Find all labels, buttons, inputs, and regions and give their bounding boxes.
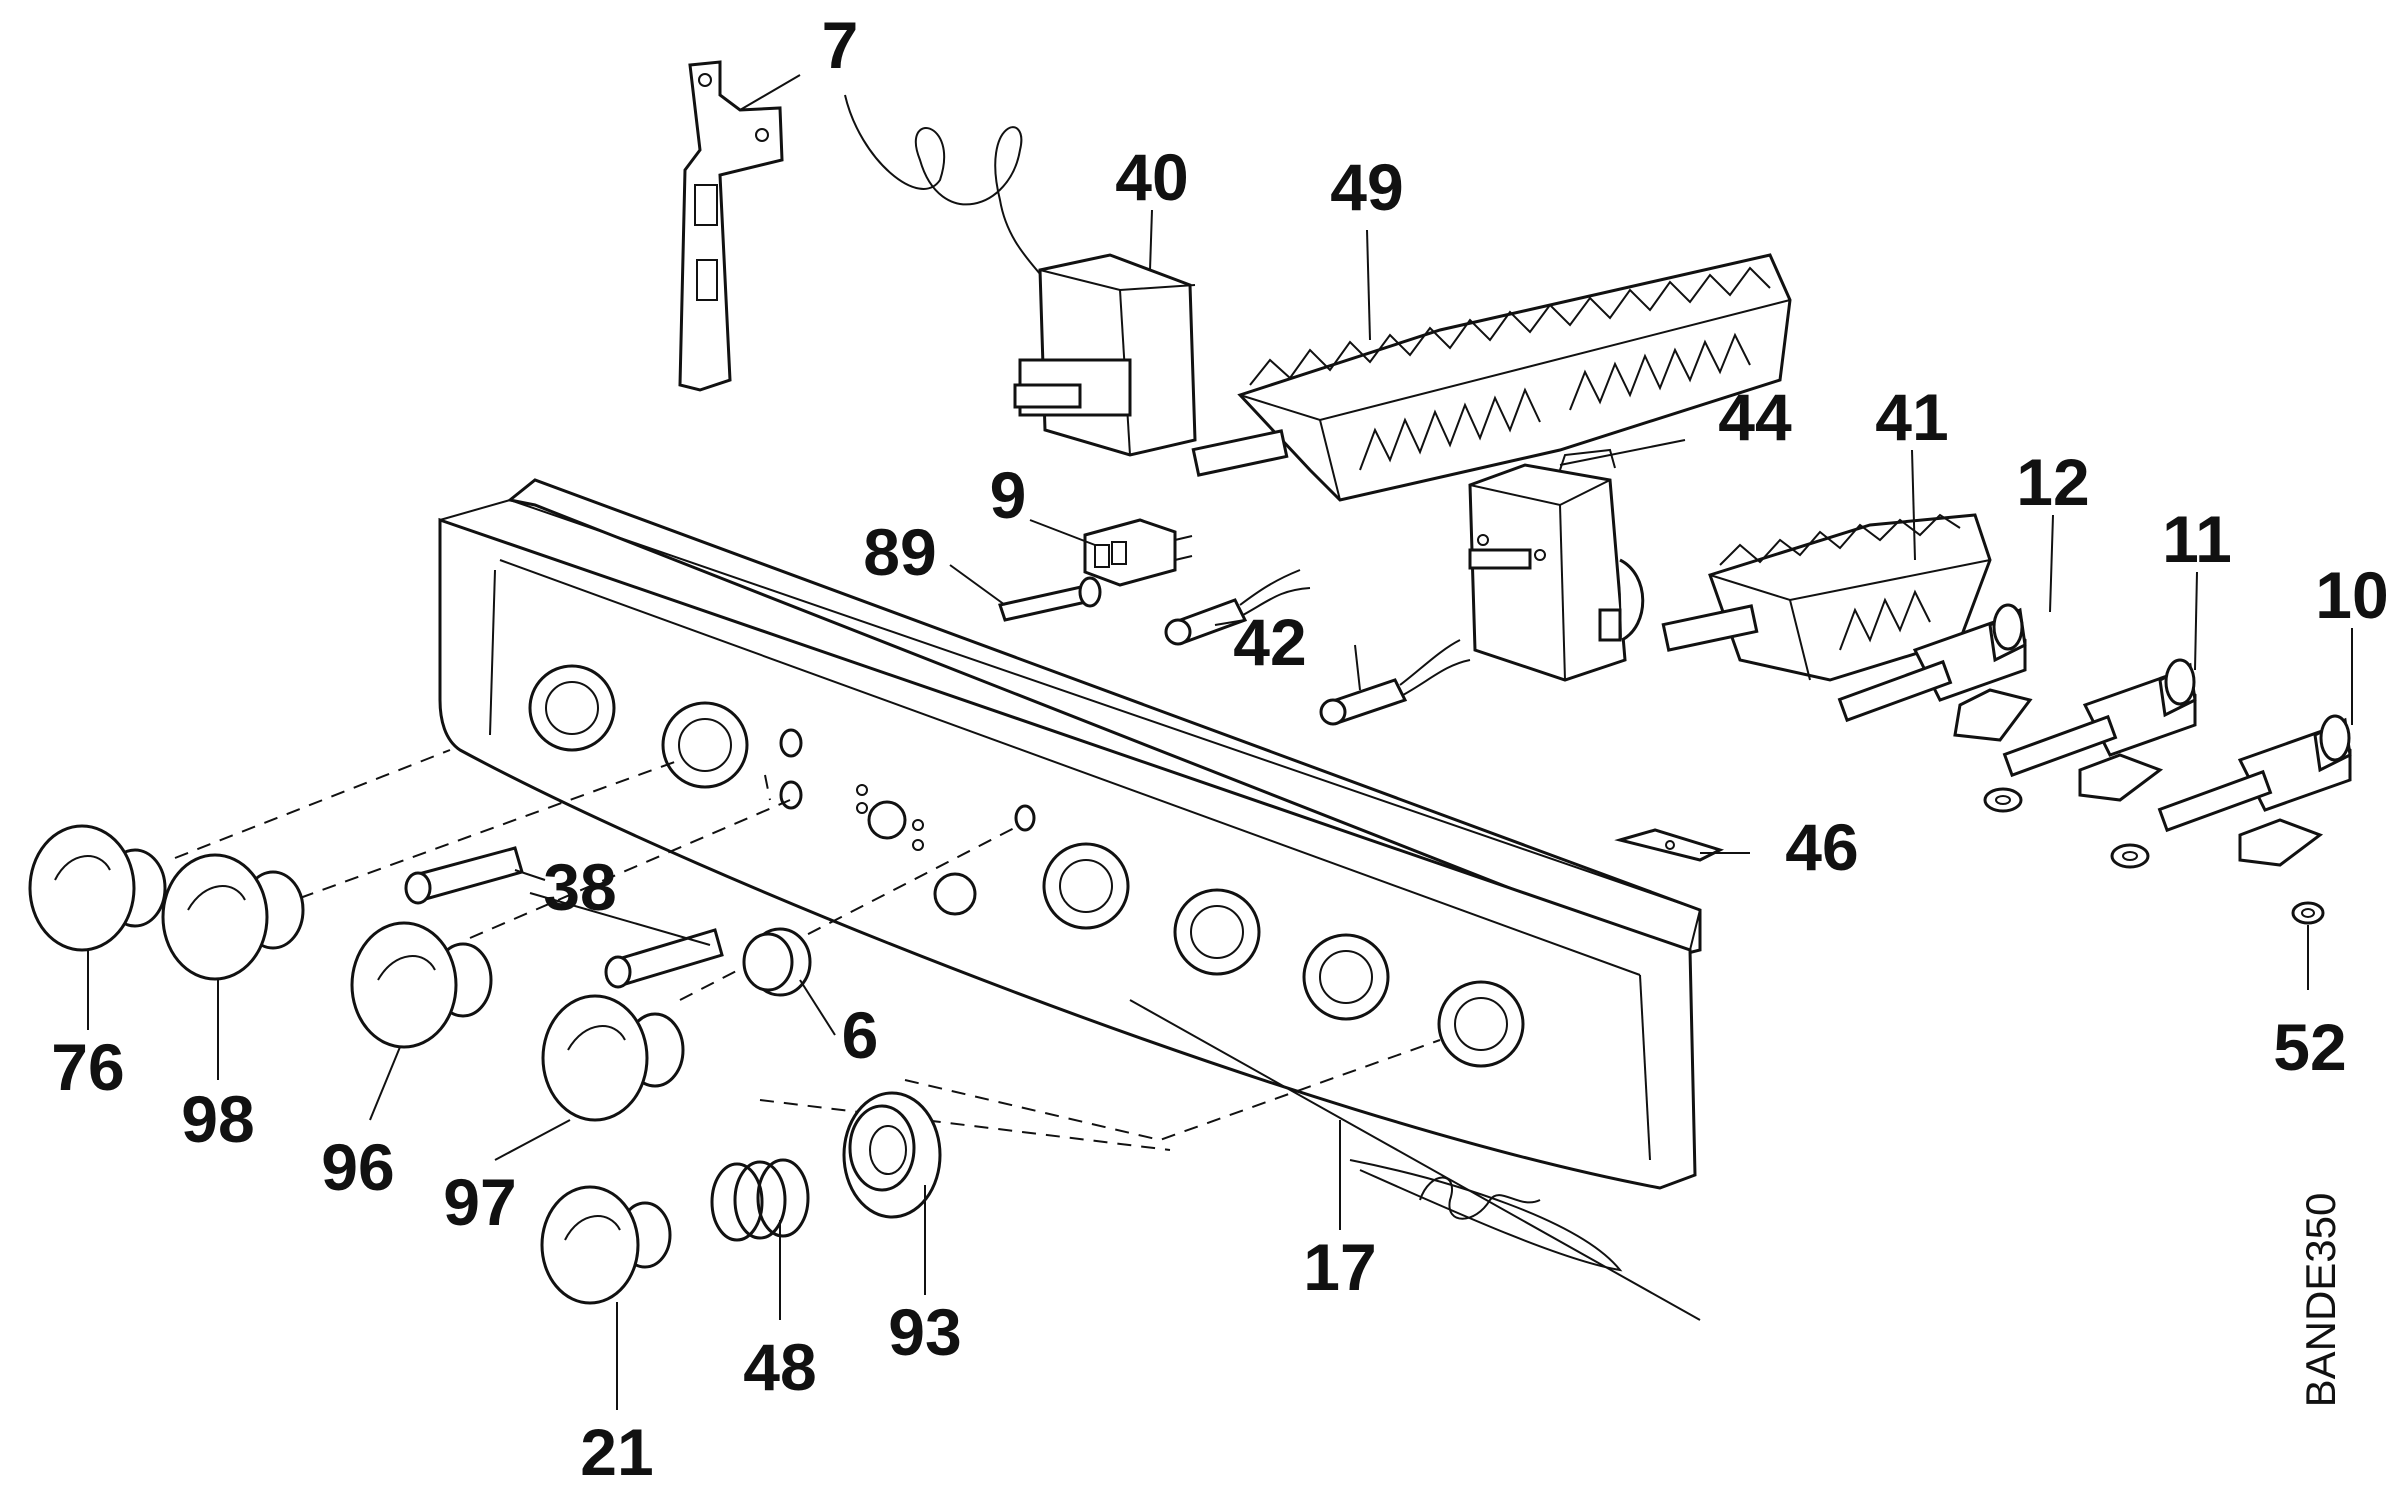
part-98-knob: [161, 853, 305, 981]
callout-40: 40: [1115, 140, 1188, 214]
callout-49: 49: [1330, 150, 1403, 224]
washers: [1983, 787, 2325, 925]
part-12-gas-tap: [1837, 603, 2033, 742]
part-96-knob: [350, 921, 493, 1049]
callout-98: 98: [181, 1082, 254, 1156]
callout-7: 7: [822, 8, 859, 82]
callout-9: 9: [990, 458, 1027, 532]
part-93-bezel: [842, 1091, 942, 1219]
part-10-gas-tap: [2157, 714, 2352, 867]
leader-lines: [87, 74, 2353, 1410]
callout-21: 21: [580, 1415, 653, 1489]
part-97-knob: [541, 994, 685, 1122]
part-46-clip: [1614, 828, 1725, 862]
part-89-pin: [998, 576, 1102, 622]
part-42-lamps: [1164, 569, 1471, 726]
callout-89: 89: [863, 515, 936, 589]
callout-97: 97: [443, 1165, 516, 1239]
part-9-switch: [1083, 518, 1193, 587]
part-48-springs: [710, 1158, 810, 1242]
part-11-gas-tap: [2002, 658, 2197, 802]
callout-labels: 7 40 49 9 89 44 41 12 11 10 42 46 52 38 …: [51, 8, 2388, 1489]
panel-openings: [528, 664, 1525, 1068]
callout-11: 11: [2162, 502, 2232, 576]
callout-44: 44: [1718, 380, 1792, 454]
part-17-control-panel: [438, 478, 1702, 1190]
part-7-bracket: [678, 60, 784, 392]
alignment-lines: [174, 749, 1441, 1151]
callout-41: 41: [1875, 380, 1948, 454]
part-40-thermostat: [844, 94, 1197, 457]
part-38-shafts: [404, 846, 724, 989]
callout-93: 93: [888, 1295, 961, 1369]
callout-46: 46: [1785, 810, 1858, 884]
callout-42: 42: [1233, 605, 1306, 679]
brand-logo-mark: [1129, 999, 1701, 1321]
part-44-timer: [1468, 448, 1645, 682]
callout-52: 52: [2273, 1010, 2346, 1084]
callout-12: 12: [2016, 445, 2089, 519]
callout-6: 6: [842, 998, 879, 1072]
part-6-button: [742, 927, 812, 997]
callout-38: 38: [543, 850, 616, 924]
part-49-selector-switch: [1191, 253, 1792, 502]
callout-17: 17: [1303, 1230, 1376, 1304]
callout-48: 48: [743, 1330, 816, 1404]
part-21-knob: [540, 1185, 672, 1305]
part-76-knob: [28, 824, 167, 952]
reference-code: BANDE350: [2297, 1193, 2344, 1408]
callout-96: 96: [321, 1130, 394, 1204]
callout-76: 76: [51, 1030, 124, 1104]
part-41-selector-switch: [1661, 513, 1992, 682]
callout-10: 10: [2315, 558, 2388, 632]
